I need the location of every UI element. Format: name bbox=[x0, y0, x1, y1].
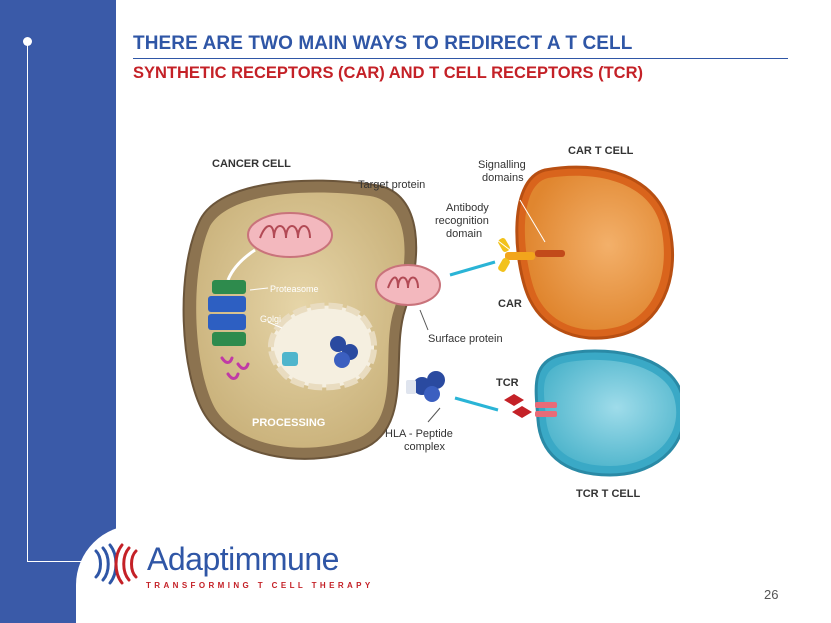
label-car-t-cell: CAR T CELL bbox=[568, 145, 634, 157]
logo-wordmark: Adaptimmune bbox=[147, 541, 339, 577]
hla-peptide-complex-icon bbox=[406, 371, 445, 402]
target-protein-organelle bbox=[247, 212, 333, 258]
sidebar-band bbox=[0, 0, 116, 623]
label-cancer-cell: CANCER CELL bbox=[212, 158, 291, 170]
slide-title: THERE ARE TWO MAIN WAYS TO REDIRECT A T … bbox=[133, 33, 633, 54]
label-antibody-2: recognition bbox=[435, 215, 489, 227]
label-hla-2: complex bbox=[404, 441, 445, 453]
label-hla-1: HLA - Peptide bbox=[385, 428, 453, 440]
label-car: CAR bbox=[498, 298, 522, 310]
loading-complex-icon bbox=[282, 336, 358, 368]
t-cell-redirection-diagram: CANCER CELL Target protein Proteasome Go… bbox=[182, 145, 680, 500]
label-antibody-3: domain bbox=[446, 228, 482, 240]
label-golgi: Golgi bbox=[260, 314, 281, 324]
label-proteasome: Proteasome bbox=[270, 284, 319, 294]
slide-subtitle: SYNTHETIC RECEPTORS (CAR) AND T CELL REC… bbox=[133, 64, 643, 82]
label-signalling-2: domains bbox=[482, 172, 524, 184]
car-t-cell-body bbox=[524, 175, 664, 330]
car-binding-arrow bbox=[449, 260, 496, 277]
label-signalling-1: Signalling bbox=[478, 159, 526, 171]
logo-tagline: TRANSFORMING T CELL THERAPY bbox=[146, 581, 374, 590]
label-antibody-1: Antibody bbox=[446, 202, 489, 214]
target-arrow bbox=[226, 248, 256, 281]
tcr-t-cell-body bbox=[543, 359, 677, 466]
label-tcr-t-cell: TCR T CELL bbox=[576, 488, 640, 500]
sidebar-dot bbox=[23, 37, 32, 46]
peptide-fragments bbox=[220, 356, 250, 380]
page-number: 26 bbox=[764, 587, 779, 602]
car-receptor-icon bbox=[498, 238, 565, 272]
adaptimmune-logo-icon bbox=[94, 543, 138, 585]
proteasome-icon bbox=[208, 280, 246, 346]
label-surface-protein: Surface protein bbox=[428, 333, 503, 345]
target-protein-squiggle bbox=[259, 225, 311, 239]
sidebar-vertical-line bbox=[27, 42, 28, 562]
tcr-receptor-icon bbox=[504, 394, 557, 418]
label-target-protein: Target protein bbox=[358, 179, 425, 191]
golgi-body bbox=[268, 302, 378, 391]
label-processing: PROCESSING bbox=[252, 417, 325, 429]
title-divider bbox=[133, 58, 788, 59]
sidebar-horizontal-line bbox=[27, 561, 107, 562]
tcr-binding-arrow bbox=[454, 396, 499, 412]
label-tcr: TCR bbox=[496, 377, 519, 389]
